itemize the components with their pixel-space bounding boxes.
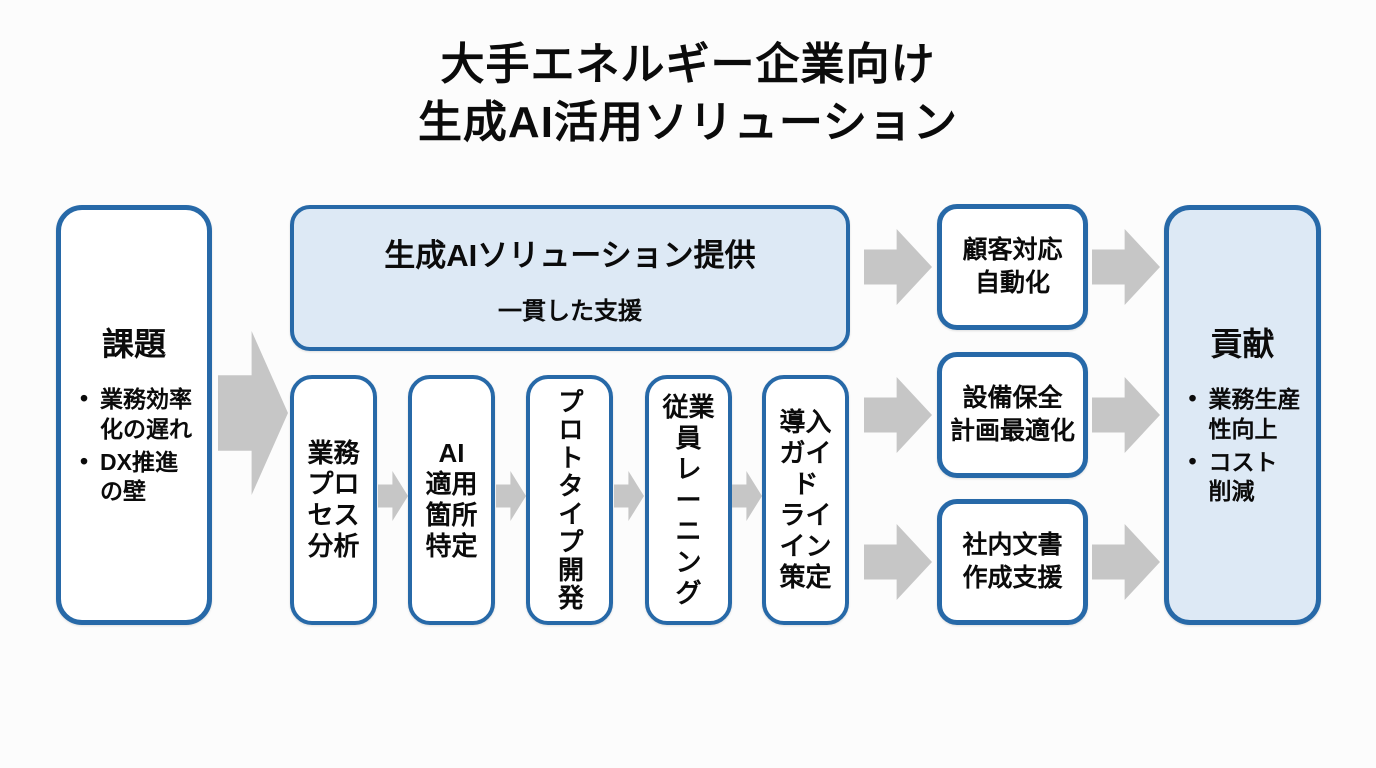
issue-item: 業務効率 化の遅れ	[80, 384, 192, 444]
usecase-arrow-icon	[864, 377, 932, 453]
solution-subtitle: 一貫した支援	[498, 298, 642, 325]
step-arrow-icon	[378, 471, 408, 521]
usecase-label: 社内文書 作成支援	[962, 531, 1063, 592]
usecase-box-maintenance-plan-optimization: 設備保全 計画最適化	[937, 352, 1088, 478]
output-arrow-icon	[1092, 377, 1160, 453]
process-step-box-guideline-formulation: 導入 ガイ ド ライ イン 策定	[762, 375, 849, 625]
main-flow-arrow-icon	[218, 331, 288, 495]
process-step-label: 導入 ガイ ド ライ イン 策定	[779, 407, 832, 592]
contribution-title: 貢献	[1210, 326, 1275, 363]
issues-title: 課題	[101, 326, 166, 363]
page-title: 大手エネルギー企業向け 生成AI活用ソリューション	[0, 36, 1376, 152]
usecase-box-internal-document-support: 社内文書 作成支援	[937, 499, 1088, 625]
process-step-box-ai-application-identification: AI 適用 箇所 特定	[408, 375, 495, 625]
issues-list: 業務効率 化の遅れ DX推進 の壁	[70, 381, 198, 511]
usecase-label: 設備保全 計画最適化	[949, 384, 1075, 445]
step-arrow-icon	[496, 471, 526, 521]
output-arrow-icon	[1092, 524, 1160, 600]
usecase-label: 顧客対応 自動化	[962, 236, 1063, 297]
page-title-line2: 生成AI活用ソリューション	[417, 98, 959, 148]
process-step-label: AI 適用 箇所 特定	[425, 438, 478, 561]
issues-box: 課題 業務効率 化の遅れ DX推進 の壁	[56, 205, 212, 625]
process-step-box-business-process-analysis: 業務 プロ セス 分析	[290, 375, 377, 625]
output-arrow-icon	[1092, 229, 1160, 305]
process-step-box-employee-training: 従業 員 レ ー ニ ン グ	[645, 375, 732, 625]
step-arrow-icon	[732, 471, 762, 521]
usecase-arrow-icon	[864, 229, 932, 305]
step-arrow-icon	[614, 471, 644, 521]
usecase-arrow-icon	[864, 524, 932, 600]
contribution-item: コスト 削減	[1189, 447, 1301, 507]
process-step-label: 従業 員 レ ー ニ ン グ	[662, 391, 715, 608]
solution-banner: 生成AIソリューション提供 一貫した支援	[290, 205, 850, 351]
contribution-item: 業務生産 性向上	[1189, 384, 1301, 444]
solution-title: 生成AIソリューション提供	[384, 238, 756, 273]
contribution-box: 貢献 業務生産 性向上 コスト 削減	[1164, 205, 1321, 625]
usecase-box-customer-response-automation: 顧客対応 自動化	[937, 204, 1088, 330]
page-title-line1: 大手エネルギー企業向け	[440, 40, 936, 89]
issue-item: DX推進 の壁	[80, 447, 192, 507]
process-step-box-prototype-development: プロトタイプ開発	[526, 375, 613, 625]
process-step-label: 業務 プロ セス 分析	[307, 438, 360, 561]
contribution-list: 業務生産 性向上 コスト 削減	[1179, 381, 1307, 511]
process-step-label: プロトタイプ開発	[554, 388, 585, 612]
